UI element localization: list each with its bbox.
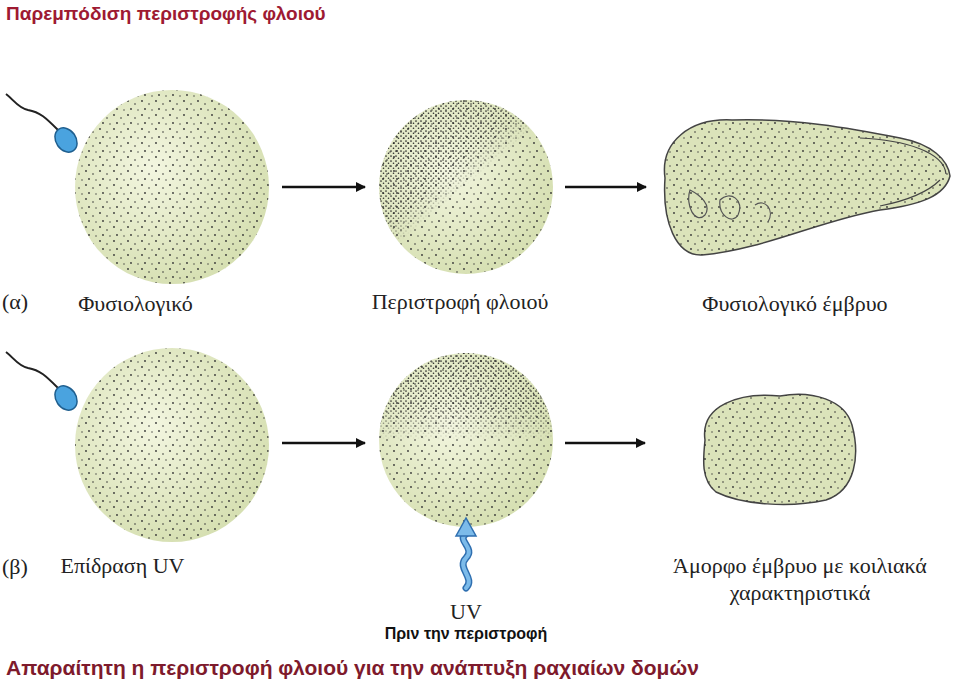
stage-arrow	[282, 186, 365, 189]
stage-arrow	[282, 442, 365, 445]
stage-label: UV	[450, 598, 482, 625]
embryo-stage: Περιστροφή φλοιού	[379, 100, 553, 274]
stage-arrow	[565, 442, 645, 445]
embryo-stage: Άμορφο έμβρυο με κοιλιακά χαρακτηριστικά	[700, 388, 860, 503]
embryo-stage: UVΠριν την περιστροφή	[379, 353, 553, 527]
stage-label: Φυσιολογικό	[78, 290, 193, 317]
stage-label: Άμορφο έμβρυο με κοιλιακά χαρακτηριστικά	[650, 552, 950, 606]
stage-label: Περιστροφή φλοιού	[372, 288, 549, 315]
stage-label: Φυσιολογικό έμβρυο	[702, 290, 887, 317]
panel-letter: (α)	[2, 288, 28, 315]
embryo-stage: Φυσιολογικό έμβρυο	[660, 112, 950, 257]
stage-label: Πριν την περιστροφή	[385, 624, 548, 644]
embryo-stage: Επίδραση UV	[75, 348, 270, 543]
panel-letter: (β)	[2, 553, 28, 580]
embryo-stage: Φυσιολογικό	[75, 90, 270, 285]
stage-arrow	[565, 186, 646, 189]
stage-label: Επίδραση UV	[61, 552, 185, 579]
figure-caption: Απαραίτητη η περιστροφή φλοιού για την α…	[6, 656, 699, 680]
figure-title: Παρεμπόδιση περιστροφής φλοιού	[6, 3, 326, 25]
